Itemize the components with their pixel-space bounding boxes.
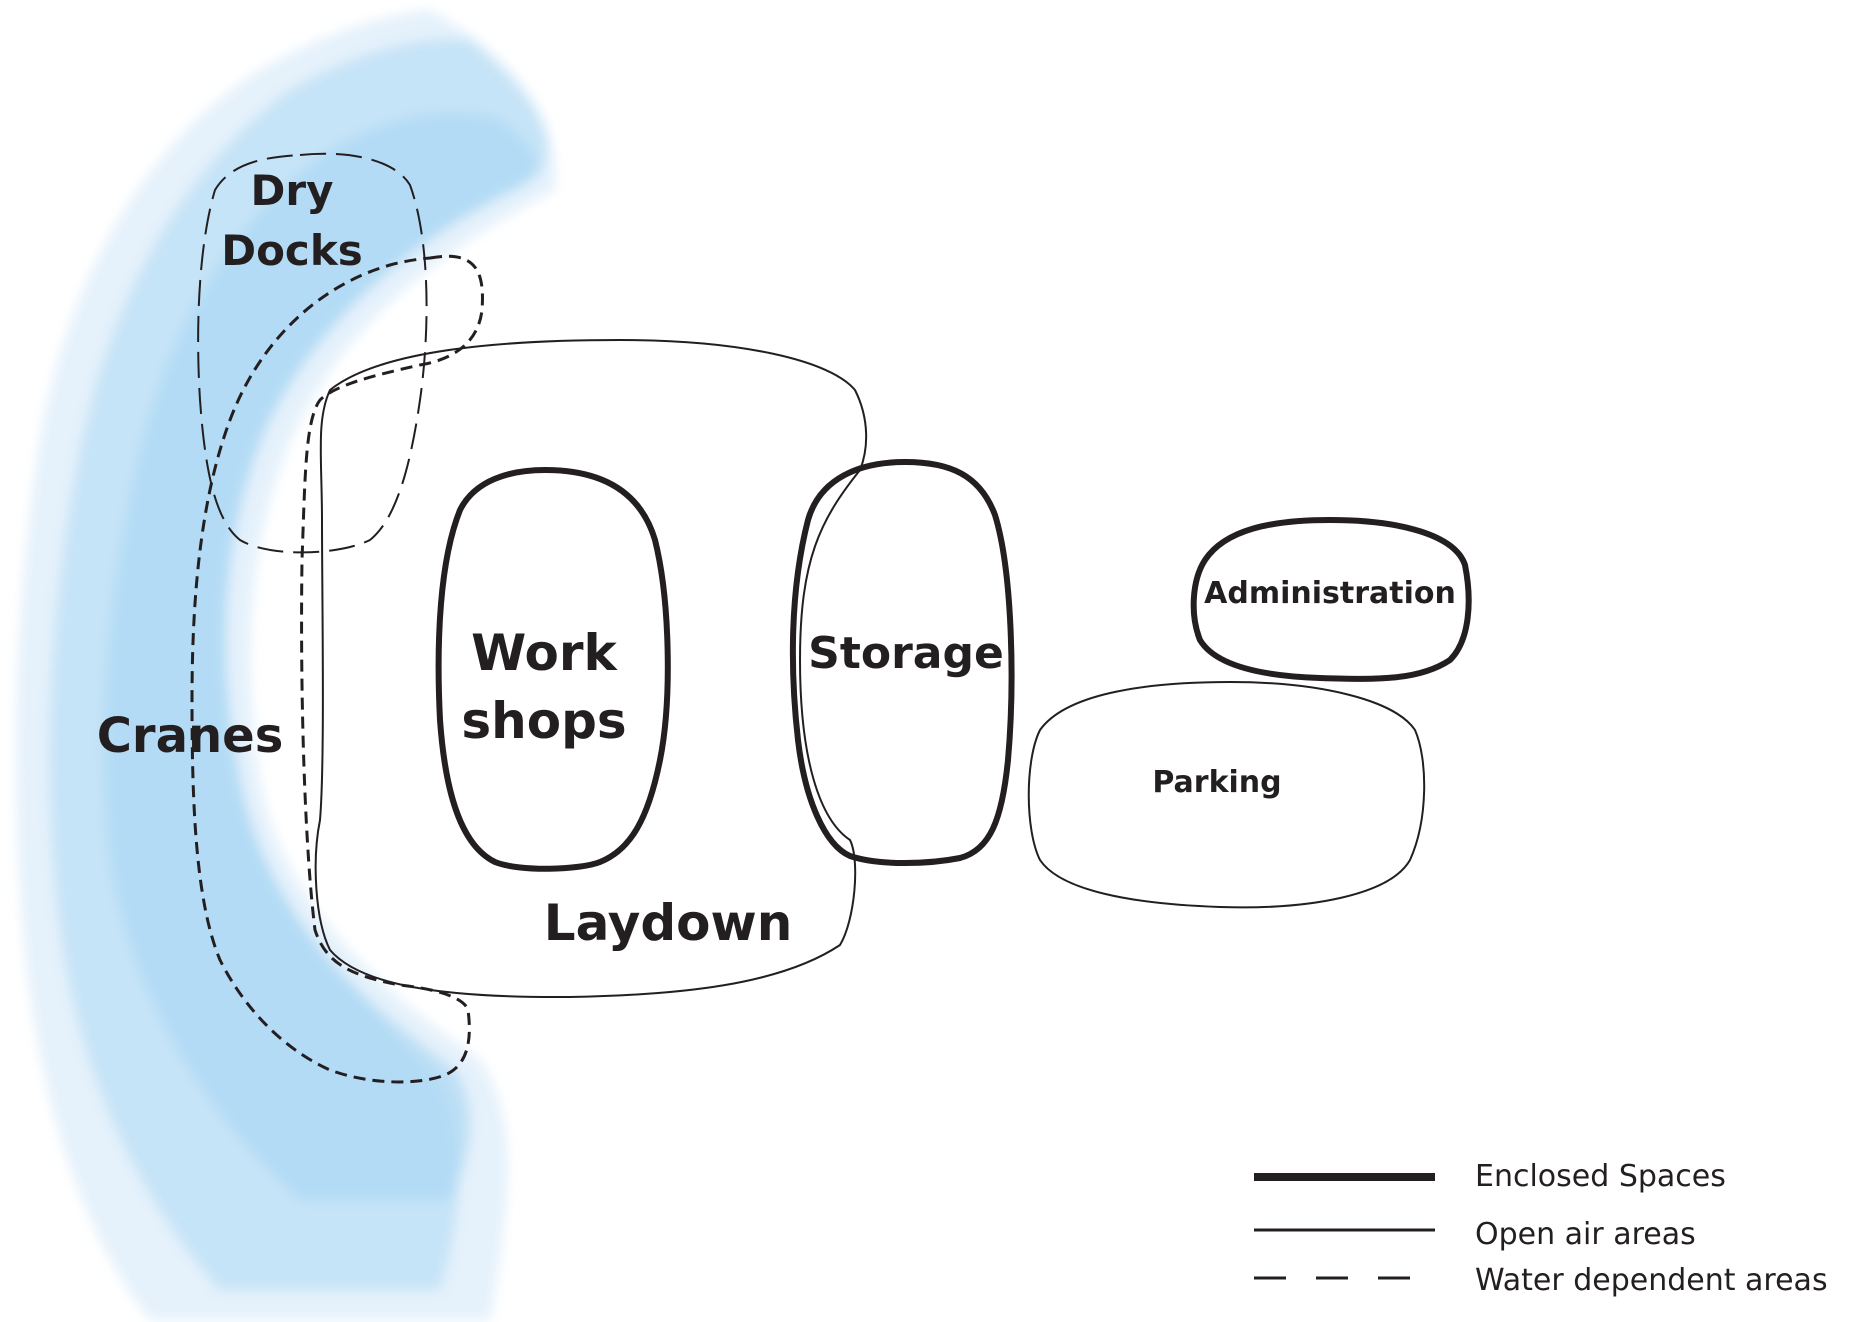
laydown-label: Laydown xyxy=(544,894,793,952)
administration-label: Administration xyxy=(1204,576,1456,611)
legend-open-air-label: Open air areas xyxy=(1475,1217,1696,1252)
cranes-outline xyxy=(190,254,484,1084)
workshops-label: Work xyxy=(471,624,618,682)
storage-label: Storage xyxy=(808,628,1004,679)
dry-docks-outline xyxy=(197,152,428,554)
storage-outline[interactable] xyxy=(789,458,1015,866)
administration-outline[interactable] xyxy=(1190,516,1472,682)
workshops-label-line2: shops xyxy=(461,692,626,750)
dry-docks-label-line2: Docks xyxy=(221,226,363,275)
legend-enclosed-label: Enclosed Spaces xyxy=(1475,1159,1726,1194)
parking-label: Parking xyxy=(1152,765,1281,800)
parking-outline[interactable] xyxy=(1027,680,1426,909)
water-area xyxy=(16,10,556,1320)
legend: Enclosed Spaces Open air areas Water dep… xyxy=(1254,1159,1828,1298)
laydown-outline xyxy=(314,338,868,999)
workshops-outline[interactable] xyxy=(435,466,671,872)
cranes-label: Cranes xyxy=(97,708,284,764)
dry-docks-label: Dry xyxy=(251,166,334,215)
legend-water-dependent-label: Water dependent areas xyxy=(1475,1263,1828,1298)
